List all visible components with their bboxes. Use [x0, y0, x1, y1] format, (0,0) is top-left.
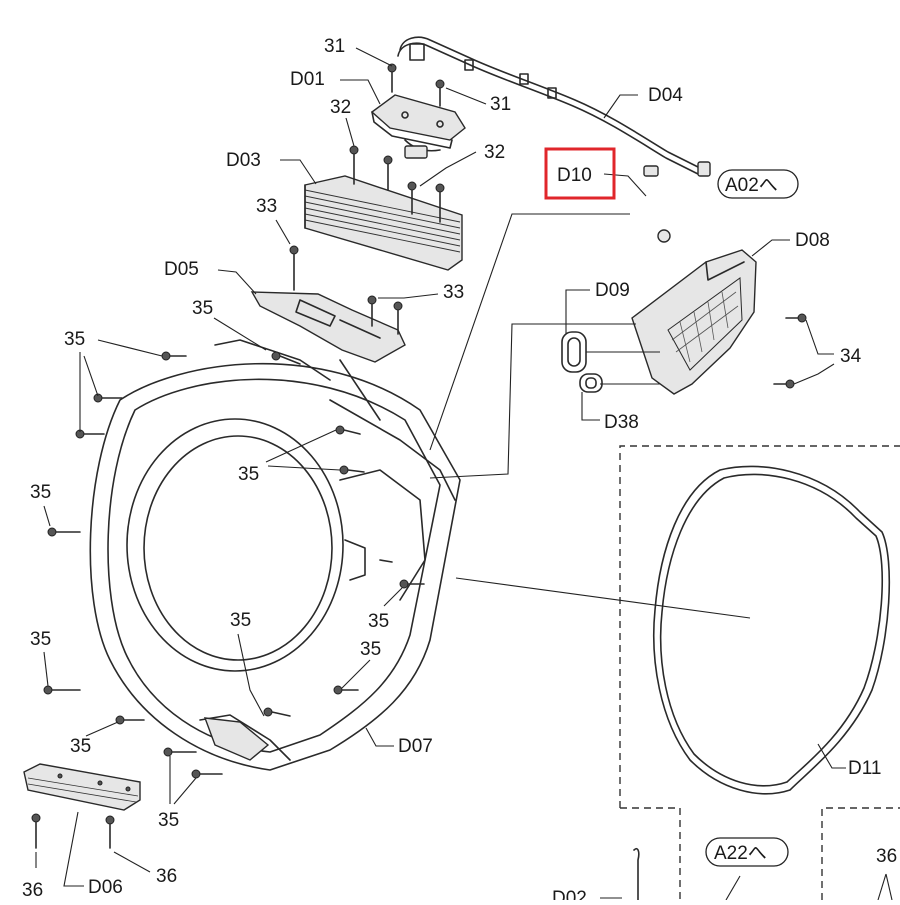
label-a22: A22へ — [714, 843, 767, 864]
part-d07-front-tub — [89, 339, 461, 771]
screw-35-d — [47, 527, 81, 537]
part-d10-hose — [638, 165, 671, 243]
screws — [31, 63, 807, 849]
part-d09-clip — [561, 331, 587, 373]
screw-35-g — [339, 465, 365, 475]
label-35: 35 — [192, 298, 213, 319]
part-d05-cover-plate — [250, 291, 406, 363]
label-d07: D07 — [398, 736, 433, 757]
screw-35-i — [333, 685, 359, 695]
label-35: 35 — [70, 736, 91, 757]
screw-35-n — [263, 707, 291, 717]
leader-lines — [35, 47, 893, 901]
label-35: 35 — [368, 611, 389, 632]
screw-35-h — [399, 579, 425, 589]
part-d02-partial — [633, 847, 640, 901]
screw-32-a — [349, 145, 359, 185]
label-d02: D02 — [552, 888, 587, 900]
label-d09: D09 — [595, 280, 630, 301]
part-d38-clip — [579, 373, 603, 393]
part-d06-plate — [23, 763, 141, 811]
part-d11-gasket-box — [619, 445, 900, 900]
screw-33-c — [393, 301, 403, 335]
label-d11: D11 — [848, 758, 881, 779]
label-33: 33 — [256, 196, 277, 217]
label-35: 35 — [230, 610, 251, 631]
label-36: 36 — [156, 866, 177, 887]
label-35: 35 — [158, 810, 179, 831]
label-35: 35 — [30, 629, 51, 650]
label-31: 31 — [324, 36, 345, 57]
screw-34-b — [773, 379, 795, 389]
label-36: 36 — [22, 880, 43, 900]
screw-36-a — [31, 813, 41, 849]
a22-pill — [705, 837, 789, 867]
screw-34-a — [785, 313, 807, 323]
screw-31-a — [387, 63, 397, 93]
label-35: 35 — [238, 464, 259, 485]
label-d05: D05 — [164, 259, 199, 280]
part-d01-bracket — [370, 94, 466, 159]
a02-pill — [717, 169, 799, 199]
part-d04-wire-harness — [397, 36, 711, 177]
label-32: 32 — [330, 97, 351, 118]
label-35: 35 — [30, 482, 51, 503]
screw-33-b — [367, 295, 377, 327]
label-d04: D04 — [648, 85, 683, 106]
label-33: 33 — [443, 282, 464, 303]
screw-32-c — [407, 181, 417, 215]
screw-35-j — [43, 685, 81, 695]
label-a02: A02へ — [725, 175, 778, 196]
screw-33-a — [289, 245, 299, 291]
part-d08-filter-housing — [631, 249, 757, 395]
screw-35-e — [271, 351, 301, 365]
label-35: 35 — [64, 329, 85, 350]
label-32: 32 — [484, 142, 505, 163]
label-36: 36 — [876, 846, 897, 867]
screw-35-k — [115, 715, 145, 725]
label-d10: D10 — [557, 165, 592, 186]
label-d03: D03 — [226, 150, 261, 171]
screw-35-f — [335, 425, 361, 435]
screw-32-b — [383, 155, 393, 191]
label-34: 34 — [840, 346, 862, 367]
label-d08: D08 — [795, 230, 830, 251]
label-d01: D01 — [290, 69, 325, 90]
label-35: 35 — [360, 639, 381, 660]
screw-35-a — [161, 351, 187, 361]
screw-35-b — [93, 393, 123, 403]
label-d38: D38 — [604, 412, 639, 433]
label-d06: D06 — [88, 877, 123, 898]
callout-labels: 31 D01 31 D04 32 32 D03 D10 A02へ 33 D08 … — [22, 36, 897, 905]
d10-highlight-box — [544, 147, 616, 200]
screw-35-m — [191, 769, 223, 779]
screw-35-l — [163, 747, 197, 757]
screw-36-b — [105, 815, 115, 849]
label-31: 31 — [490, 94, 511, 115]
screw-31-b — [435, 79, 445, 107]
screw-32-d — [435, 183, 445, 223]
part-d03-heater-block — [304, 175, 463, 271]
